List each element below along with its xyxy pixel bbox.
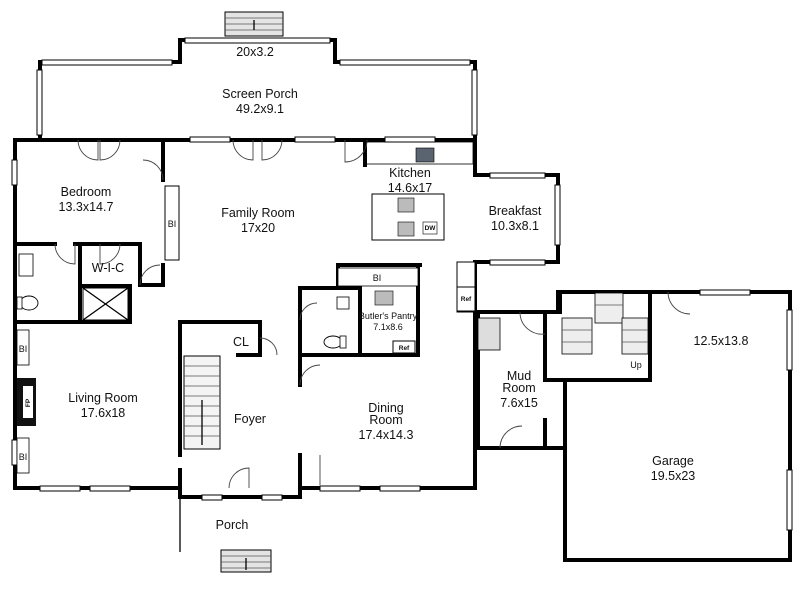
bonus-dims: 12.5x13.8 — [694, 334, 749, 348]
ref-label-pantry: Ref — [399, 345, 410, 352]
bedroom-name: Bedroom — [61, 185, 112, 199]
mud-room-dims: 7.6x15 — [500, 396, 538, 410]
dining-room-name-1: Dining — [368, 401, 403, 415]
mud-room-name-2: Room — [502, 381, 535, 395]
interior-walls — [13, 138, 652, 490]
butlers-pantry-dims: 7.1x8.6 — [373, 322, 403, 332]
up-label: Up — [630, 360, 642, 370]
room-labels: 20x3.2 Screen Porch 49.2x9.1 Bedroom 13.… — [59, 45, 749, 532]
butlers-pantry-name: Butler's Pantry — [359, 311, 418, 321]
family-room-name: Family Room — [221, 206, 295, 220]
doors — [54, 139, 691, 489]
bi-label-living-top: BI — [19, 344, 28, 354]
kitchen-dims: 14.6x17 — [388, 181, 433, 195]
wic-name: W-I-C — [92, 261, 124, 275]
screen-porch — [36, 11, 478, 142]
dining-room-dims: 17.4x14.3 — [359, 428, 414, 442]
fixtures — [16, 141, 649, 573]
closet-name: CL — [233, 335, 249, 349]
fixture-labels: BI BI BI BI FP Ref Ref DW Up — [19, 219, 642, 462]
fireplace-label: FP — [25, 398, 32, 407]
step-dims: 20x3.2 — [236, 45, 274, 59]
dining-room-name-2: Room — [369, 413, 402, 427]
foyer-name: Foyer — [234, 412, 266, 426]
kitchen-name: Kitchen — [389, 166, 431, 180]
screen-porch-dims: 49.2x9.1 — [236, 102, 284, 116]
garage-name: Garage — [652, 454, 694, 468]
bi-label-living-bottom: BI — [19, 452, 28, 462]
mud-room-name-1: Mud — [507, 369, 531, 383]
living-room-name: Living Room — [68, 391, 137, 405]
living-room-dims: 17.6x18 — [81, 406, 126, 420]
ref-label-kitchen: Ref — [461, 296, 472, 303]
bi-label-family: BI — [168, 219, 177, 229]
breakfast-dims: 10.3x8.1 — [491, 219, 539, 233]
bi-label-pantry: BI — [373, 273, 382, 283]
breakfast-name: Breakfast — [489, 204, 542, 218]
garage-dims: 19.5x23 — [651, 469, 696, 483]
family-room-dims: 17x20 — [241, 221, 275, 235]
porch-name: Porch — [216, 518, 249, 532]
screen-porch-name: Screen Porch — [222, 87, 298, 101]
bedroom-dims: 13.3x14.7 — [59, 200, 114, 214]
dw-label: DW — [425, 225, 437, 232]
